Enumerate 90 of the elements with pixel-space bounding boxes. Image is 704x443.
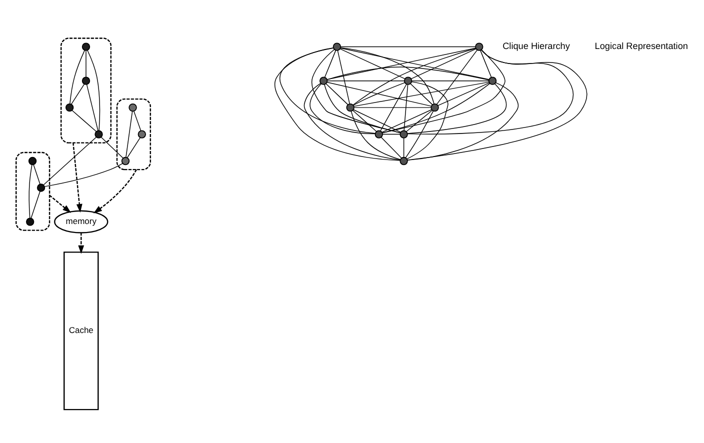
node-ellipse: memory xyxy=(54,210,108,234)
connector xyxy=(304,82,401,160)
node-circle xyxy=(400,130,408,138)
connector xyxy=(411,80,490,82)
connector xyxy=(410,48,476,80)
connector xyxy=(406,81,448,160)
node-circle xyxy=(82,42,90,51)
connector xyxy=(404,84,408,132)
connector xyxy=(326,66,490,80)
node-circle xyxy=(94,130,103,138)
connector xyxy=(72,110,97,132)
connector xyxy=(407,49,574,134)
connector xyxy=(133,110,142,132)
connector xyxy=(382,134,401,135)
connector xyxy=(436,50,478,105)
connector xyxy=(340,48,406,80)
connector xyxy=(352,48,476,106)
label: Clique Hierarchy xyxy=(502,40,570,51)
connector xyxy=(340,48,490,80)
node-circle xyxy=(36,184,46,192)
connector xyxy=(438,82,490,106)
connector xyxy=(406,110,433,132)
arrow xyxy=(78,232,84,254)
connector xyxy=(312,49,401,134)
arrow xyxy=(93,169,137,214)
cluster xyxy=(16,152,50,231)
connector xyxy=(382,49,506,134)
node-circle xyxy=(374,130,383,138)
connector xyxy=(352,82,406,106)
node-circle xyxy=(488,76,497,85)
node-box: Cache xyxy=(64,252,99,410)
connector xyxy=(70,50,85,104)
connector xyxy=(382,109,432,133)
connector xyxy=(382,83,490,134)
connector xyxy=(44,163,123,187)
connector xyxy=(324,84,401,134)
connector xyxy=(126,137,141,158)
arrow xyxy=(72,142,82,213)
node-circle xyxy=(66,103,74,112)
connector xyxy=(274,48,401,161)
connector xyxy=(350,110,401,160)
connector xyxy=(326,82,432,107)
node-circle xyxy=(26,218,34,226)
connector xyxy=(70,84,85,105)
node-circle xyxy=(346,103,354,112)
connector xyxy=(354,82,490,107)
node-circle xyxy=(404,76,412,85)
node-circle xyxy=(475,42,484,51)
node-circle xyxy=(400,156,408,166)
node-circle xyxy=(28,156,37,166)
connector xyxy=(28,164,32,218)
label: Logical Representation xyxy=(594,40,688,51)
connector xyxy=(340,47,434,104)
connector xyxy=(410,83,433,106)
connector xyxy=(100,136,124,159)
connector xyxy=(337,50,350,104)
connector xyxy=(405,110,434,158)
connector xyxy=(480,50,492,78)
connector xyxy=(310,83,376,134)
connector xyxy=(126,110,133,158)
node-circle xyxy=(138,130,146,138)
connector xyxy=(87,50,100,131)
connector xyxy=(403,138,404,158)
connector xyxy=(354,107,432,108)
node-circle xyxy=(430,103,439,112)
connector xyxy=(280,48,376,134)
cluster xyxy=(116,98,152,170)
connector xyxy=(380,84,407,132)
connector xyxy=(340,46,476,48)
connector xyxy=(380,136,402,158)
connector xyxy=(30,191,40,219)
connector xyxy=(353,109,402,133)
arrow xyxy=(49,194,72,213)
node-circle xyxy=(332,42,342,51)
connector xyxy=(407,83,507,134)
connector xyxy=(324,50,336,78)
node-circle xyxy=(121,156,130,166)
connector xyxy=(407,82,519,161)
connector xyxy=(327,80,405,82)
connector xyxy=(43,136,97,186)
connector xyxy=(406,49,588,160)
cluster xyxy=(60,38,112,144)
node-circle xyxy=(82,76,90,85)
connector xyxy=(86,84,98,132)
connector xyxy=(326,83,348,106)
node-circle xyxy=(320,76,328,85)
connector xyxy=(352,110,377,132)
connector xyxy=(33,164,40,184)
node-circle xyxy=(128,103,137,112)
connector xyxy=(326,48,476,80)
